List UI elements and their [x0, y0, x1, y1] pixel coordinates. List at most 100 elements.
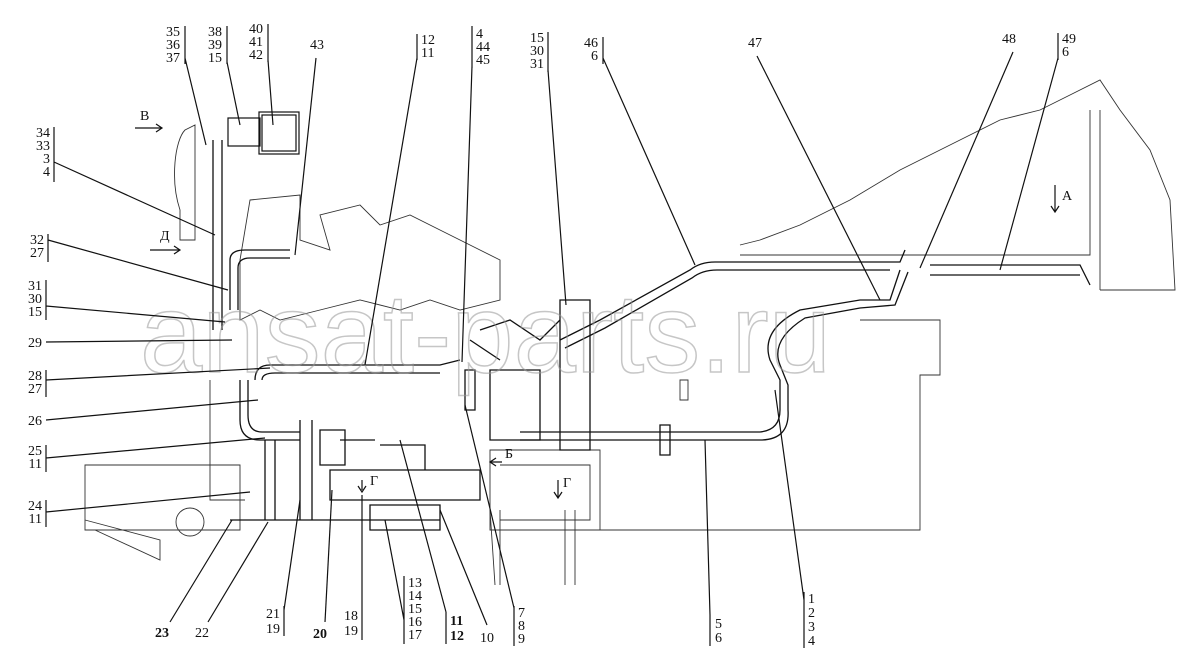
callout-49-6: 49 6	[999, 32, 1076, 271]
view-markers: В Д А Г Г Б	[135, 109, 1073, 500]
callout-label: 27	[30, 246, 44, 261]
callout-label: 48	[1002, 32, 1016, 47]
callout-label: 35	[166, 25, 180, 40]
callout-32-27: 32 27	[30, 233, 229, 291]
callout-label: 36	[166, 38, 180, 53]
view-marker-g1: Г	[370, 474, 378, 489]
callout-13-14-15-16-17: 13 14 15 16 17	[384, 519, 422, 644]
callout-label: 47	[748, 36, 762, 51]
callout-label: 29	[28, 336, 42, 351]
callout-label: 31	[530, 57, 544, 72]
callout-label: 15	[408, 602, 422, 617]
callouts-top: 35 36 37 38 39 15 40 41 42 43 12 11 4	[166, 22, 1076, 366]
callout-label: 8	[518, 619, 525, 634]
callout-28-27: 28 27	[28, 367, 271, 397]
callout-35-36-37: 35 36 37	[166, 25, 207, 146]
callout-label: 2	[808, 606, 815, 621]
callout-label: 32	[30, 233, 44, 248]
callout-10: 10	[439, 509, 494, 646]
control-box-38	[227, 117, 261, 147]
callout-label: 6	[715, 631, 722, 646]
callout-24-11: 24 11	[28, 491, 251, 527]
callout-label: 19	[344, 624, 358, 639]
callout-label: 42	[249, 48, 263, 63]
callout-label: 10	[480, 631, 494, 646]
callout-label: 14	[408, 589, 422, 604]
callout-label: 11	[421, 46, 434, 61]
callout-label: 43	[310, 38, 324, 53]
callout-label: 15	[208, 51, 222, 66]
callouts-left: 34 33 3 4 32 27 31 30 15 29 28 27 26	[28, 126, 271, 527]
callout-label: 45	[476, 53, 490, 68]
callout-label: 19	[266, 622, 280, 637]
control-box-40	[258, 111, 300, 155]
callout-label: 22	[195, 626, 209, 641]
callout-12-11: 12 11	[364, 33, 435, 366]
callout-label: 40	[249, 22, 263, 37]
callout-1-2-3-4: 1 2 3 4	[774, 389, 815, 649]
callout-label: 11	[29, 457, 42, 472]
pipelines	[212, 140, 1091, 531]
callout-47: 47	[748, 36, 881, 301]
callout-label: 4	[476, 27, 483, 42]
callout-label: 46	[584, 36, 598, 51]
callout-20: 20	[313, 489, 333, 642]
callouts-bottom: 23 22 21 19 20 18 19 13 14 15 16 17	[155, 389, 815, 649]
callout-label: 11	[450, 614, 463, 629]
callout-label: 15	[28, 305, 42, 320]
callout-label: 16	[408, 615, 422, 630]
callout-label: 9	[518, 632, 525, 647]
callout-48: 48	[919, 32, 1016, 269]
callout-label: 27	[28, 382, 42, 397]
callout-label: 12	[421, 33, 435, 48]
callout-label: 17	[408, 628, 422, 643]
view-marker-d: Д	[160, 229, 170, 244]
callout-label: 4	[808, 634, 815, 649]
callout-label: 25	[28, 444, 42, 459]
view-marker-b2: Б	[505, 447, 513, 462]
callout-43: 43	[294, 38, 324, 256]
callout-label: 26	[28, 414, 42, 429]
callout-label: 31	[28, 279, 42, 294]
callout-label: 7	[518, 606, 525, 621]
callout-4-44-45: 4 44 45	[461, 26, 490, 363]
callout-label: 30	[530, 44, 544, 59]
callout-label: 1	[808, 592, 815, 607]
callout-label: 15	[530, 31, 544, 46]
callout-5-6: 5 6	[704, 439, 722, 646]
callout-label: 3	[808, 620, 815, 635]
callout-label: 20	[313, 627, 327, 642]
callout-15-30-31: 15 30 31	[530, 31, 567, 306]
callout-label: 13	[408, 576, 422, 591]
callout-46-6: 46 6	[584, 36, 696, 266]
callout-7-8-9: 7 8 9	[464, 404, 525, 647]
callout-18-19: 18 19	[344, 495, 363, 640]
callout-23: 23	[155, 519, 233, 641]
callout-22: 22	[195, 521, 269, 641]
watermark: ansat-parts.ru	[140, 271, 831, 396]
callout-11-12: 11 12	[399, 439, 464, 644]
view-marker-b: В	[140, 109, 149, 124]
callout-40-41-42: 40 41 42	[249, 22, 274, 126]
callout-25-11: 25 11	[28, 437, 266, 472]
callout-label: 6	[1062, 45, 1069, 60]
callout-31-30-15: 31 30 15	[28, 279, 226, 323]
view-marker-g2: Г	[563, 476, 571, 491]
callout-label: 44	[476, 40, 490, 55]
callout-label: 3	[43, 152, 50, 167]
callout-label: 18	[344, 609, 358, 624]
callout-label: 38	[208, 25, 222, 40]
callout-label: 49	[1062, 32, 1076, 47]
callout-label: 12	[450, 629, 464, 644]
callout-label: 5	[715, 617, 722, 632]
callout-label: 33	[36, 139, 50, 154]
callout-label: 37	[166, 51, 180, 66]
callout-label: 41	[249, 35, 263, 50]
callout-label: 4	[43, 165, 50, 180]
callout-21-19: 21 19	[266, 499, 301, 637]
callout-label: 21	[266, 607, 280, 622]
callout-38-39-15: 38 39 15	[208, 25, 241, 126]
callout-label: 6	[591, 49, 598, 64]
callout-26: 26	[28, 399, 259, 429]
